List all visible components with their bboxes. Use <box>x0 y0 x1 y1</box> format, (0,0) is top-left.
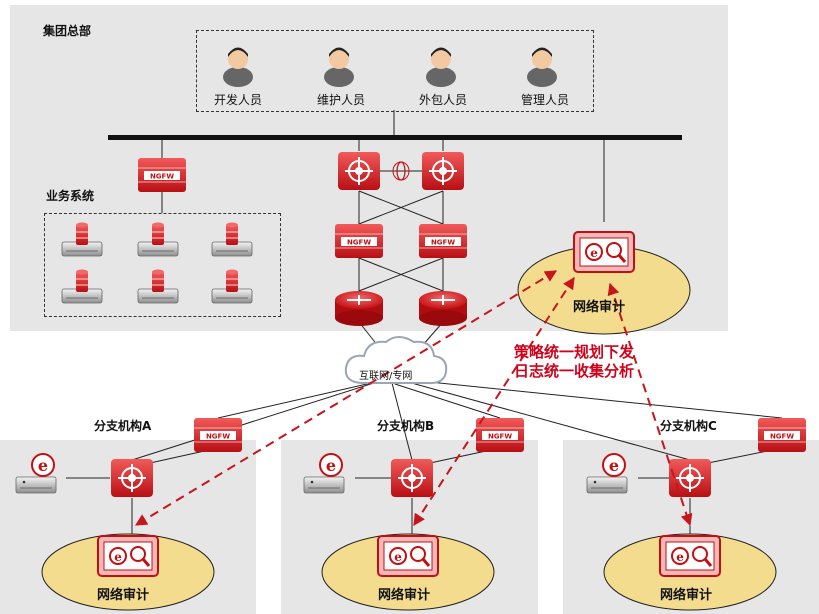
branch-b-switch <box>390 458 434 498</box>
hq-ngfw-mid-2 <box>418 223 468 259</box>
policy-arrows <box>134 270 693 527</box>
branch-b-server <box>303 476 345 494</box>
branch-b-audit-device <box>376 534 440 578</box>
hq-router-1 <box>334 290 384 327</box>
personnel-label-developer: 开发人员 <box>213 93 262 107</box>
branch-b-label: 分支机构B <box>377 419 435 433</box>
personnel-group-box <box>196 30 594 112</box>
branch-c-audit-label: 网络审计 <box>660 588 713 603</box>
branch-c-audit-device <box>658 534 722 578</box>
hq-audit-label: 网络审计 <box>573 300 626 315</box>
hq-ngfw-mid-1 <box>334 223 384 259</box>
branch-a-server <box>15 476 57 494</box>
business-server <box>137 222 179 257</box>
branch-a-label: 分支机构A <box>94 419 152 433</box>
maintainer-avatar-icon <box>324 47 354 87</box>
branch-b-browser-icon <box>319 453 343 477</box>
branch-b-audit-label: 网络审计 <box>378 588 431 603</box>
personnel-label-outsource: 外包人员 <box>418 93 467 107</box>
hq-core-switch-2 <box>421 151 465 191</box>
business-server <box>211 269 253 304</box>
hq-router-2 <box>418 290 468 327</box>
branch-a-audit-label: 网络审计 <box>97 588 150 603</box>
business-server <box>211 222 253 257</box>
branch-c-browser-icon <box>602 453 626 477</box>
branch-c-label: 分支机构C <box>660 419 717 433</box>
business-server <box>61 222 103 257</box>
business-system-label: 业务系统 <box>46 189 95 203</box>
hq-core-switch-1 <box>337 151 381 191</box>
policy-text-line-2: 日志统一收集分析 <box>514 362 635 380</box>
core-backbone-bus <box>108 135 682 140</box>
branch-a-browser-icon <box>31 453 55 477</box>
manager-avatar-icon <box>527 47 557 87</box>
hq-title: 集团总部 <box>43 24 92 38</box>
hq-ngfw-left <box>137 157 187 193</box>
branch-c-server <box>586 476 628 494</box>
outsource-avatar-icon <box>426 47 456 87</box>
branch-b-ngfw <box>475 417 525 453</box>
policy-text-line-1: 策略统一规划下发 <box>514 343 635 361</box>
business-server <box>61 269 103 304</box>
business-server <box>137 269 179 304</box>
cloud-label: 互联网/专网 <box>359 371 413 382</box>
branch-c-ngfw <box>757 417 807 453</box>
personnel-label-manager: 管理人员 <box>520 93 569 107</box>
branch-a-switch <box>110 458 154 498</box>
hq-audit-device <box>572 230 636 274</box>
branch-a-ngfw <box>193 417 243 453</box>
developer-avatar-icon <box>223 47 253 87</box>
personnel-label-maintainer: 维护人员 <box>316 93 365 107</box>
branch-c-switch <box>668 458 712 498</box>
branch-a-audit-device <box>96 534 160 578</box>
